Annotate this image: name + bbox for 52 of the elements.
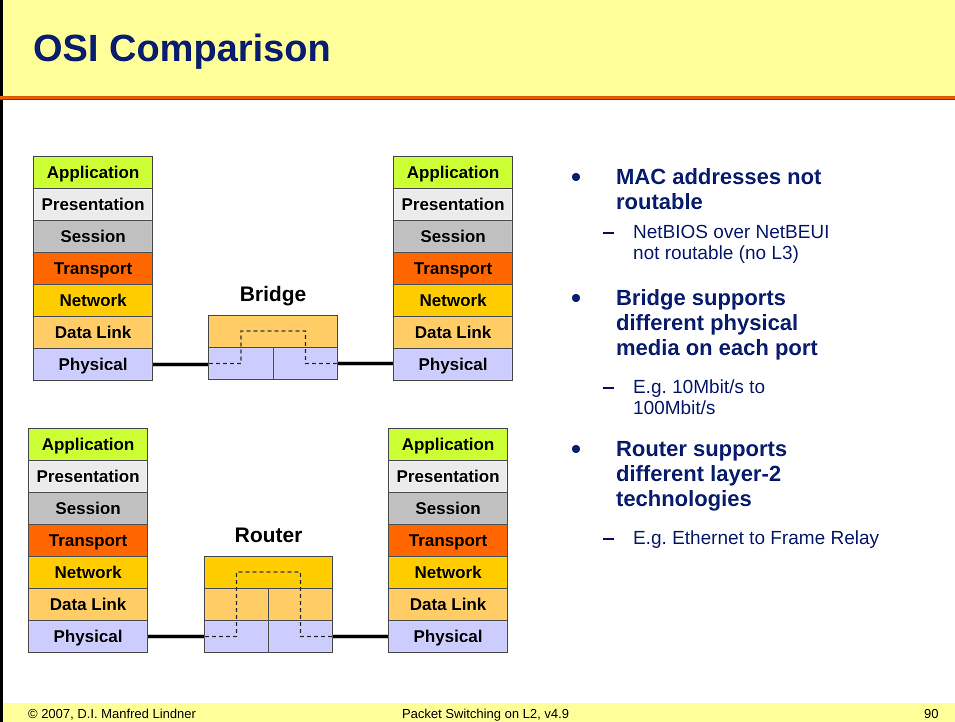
osi-layer-box: Network [393, 284, 513, 317]
port-box [204, 620, 269, 653]
osi-layer-box: Transport [28, 524, 148, 557]
osi-layer-box: Network [28, 556, 148, 589]
link-line [338, 362, 393, 366]
osi-layer-box: Session [33, 220, 153, 253]
device-label: Router [234, 524, 304, 548]
sub-bullet-text: E.g. Ethernet to Frame Relay [633, 528, 880, 549]
osi-layer-box: Application [28, 428, 148, 461]
port-box [204, 588, 269, 621]
osi-layer-box: Application [393, 156, 513, 189]
device-label: Bridge [238, 283, 308, 307]
osi-layer-box: Data Link [388, 588, 508, 621]
osi-layer-box: Network [388, 556, 508, 589]
port-box [273, 347, 338, 380]
osi-layer-box: Physical [28, 620, 148, 653]
sub-bullet-text: NetBIOS over NetBEUI not routable (no L3) [633, 222, 830, 264]
osi-layer-box: Physical [393, 348, 513, 381]
osi-layer-box: Transport [33, 252, 153, 285]
osi-layer-box: Presentation [388, 460, 508, 493]
bullet-text: Bridge supports different physical media on each port [616, 285, 819, 360]
osi-layer-box: Session [388, 492, 508, 525]
osi-layer-box: Network [33, 284, 153, 317]
osi-layer-box: Presentation [28, 460, 148, 493]
bullet-text: Router supports different layer-2 technologies [616, 436, 788, 511]
link-line [333, 634, 388, 638]
osi-layer-box: Application [33, 156, 153, 189]
sub-bullet-text: E.g. 10Mbit/s to 100Mbit/s [633, 377, 766, 419]
osi-layer-box: Application [388, 428, 508, 461]
footer-text: Packet Switching on L2, v4.9 [402, 706, 569, 721]
port-box [204, 556, 333, 589]
osi-layer-box: Transport [388, 524, 508, 557]
osi-layer-box: Presentation [33, 188, 153, 221]
osi-layer-box: Physical [388, 620, 508, 653]
port-box [208, 315, 338, 348]
osi-layer-box: Presentation [393, 188, 513, 221]
page-number: 90 [924, 706, 938, 721]
link-line [148, 634, 204, 638]
osi-layer-box: Physical [33, 348, 153, 381]
osi-layer-box: Data Link [393, 316, 513, 349]
osi-layer-box: Session [28, 492, 148, 525]
port-box [208, 347, 274, 380]
link-line [153, 362, 208, 366]
port-box [268, 588, 333, 621]
footer-text: © 2007, D.I. Manfred Lindner [28, 706, 196, 721]
osi-layer-box: Session [393, 220, 513, 253]
port-box [268, 620, 333, 653]
slide-title: OSI Comparison [33, 28, 331, 71]
osi-layer-box: Data Link [28, 588, 148, 621]
bullet-text: MAC addresses not routable [616, 164, 822, 214]
osi-layer-box: Transport [393, 252, 513, 285]
osi-layer-box: Data Link [33, 316, 153, 349]
